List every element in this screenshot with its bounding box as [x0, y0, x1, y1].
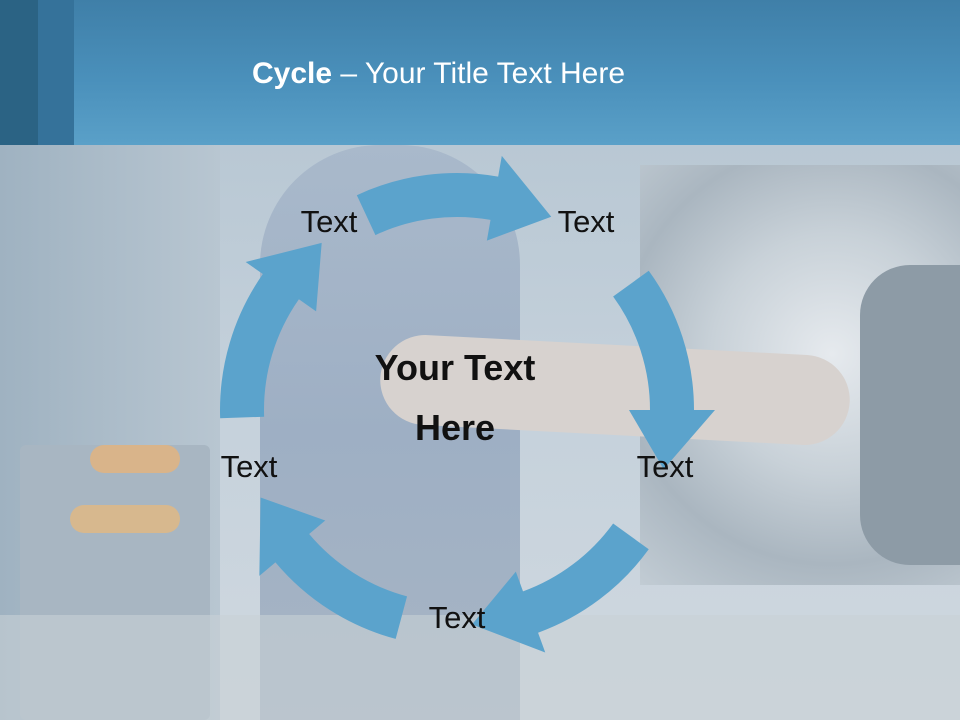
cycle-arrow-5 — [220, 242, 322, 419]
title-rest: – Your Title Text Here — [332, 57, 626, 90]
hose-1 — [90, 445, 180, 473]
node-label-4: Text — [429, 600, 486, 635]
header-band: Cycle – Your Title Text Here — [0, 0, 960, 145]
cycle-arrow-2 — [613, 270, 715, 470]
cycle-arrow-3 — [471, 523, 649, 653]
center-text-line-2: Here — [415, 407, 495, 448]
node-label-3: Text — [637, 449, 694, 484]
node-label-5: Text — [221, 449, 278, 484]
slide-title: Cycle – Your Title Text Here — [252, 57, 625, 91]
node-label-1: Text — [301, 204, 358, 239]
center-text-line-1: Your Text — [375, 347, 536, 388]
machine-right-edge — [860, 265, 960, 565]
header-accent-mid — [38, 0, 74, 145]
node-label-2: Text — [558, 204, 615, 239]
background-photo — [0, 145, 960, 720]
cycle-arrow-1 — [356, 155, 552, 241]
floor-area — [0, 615, 960, 720]
header-accent-dark — [0, 0, 38, 145]
title-bold: Cycle — [252, 57, 333, 90]
hose-2 — [70, 505, 180, 533]
cycle-arrow-4 — [259, 497, 408, 639]
cycle-arrows — [220, 155, 715, 653]
